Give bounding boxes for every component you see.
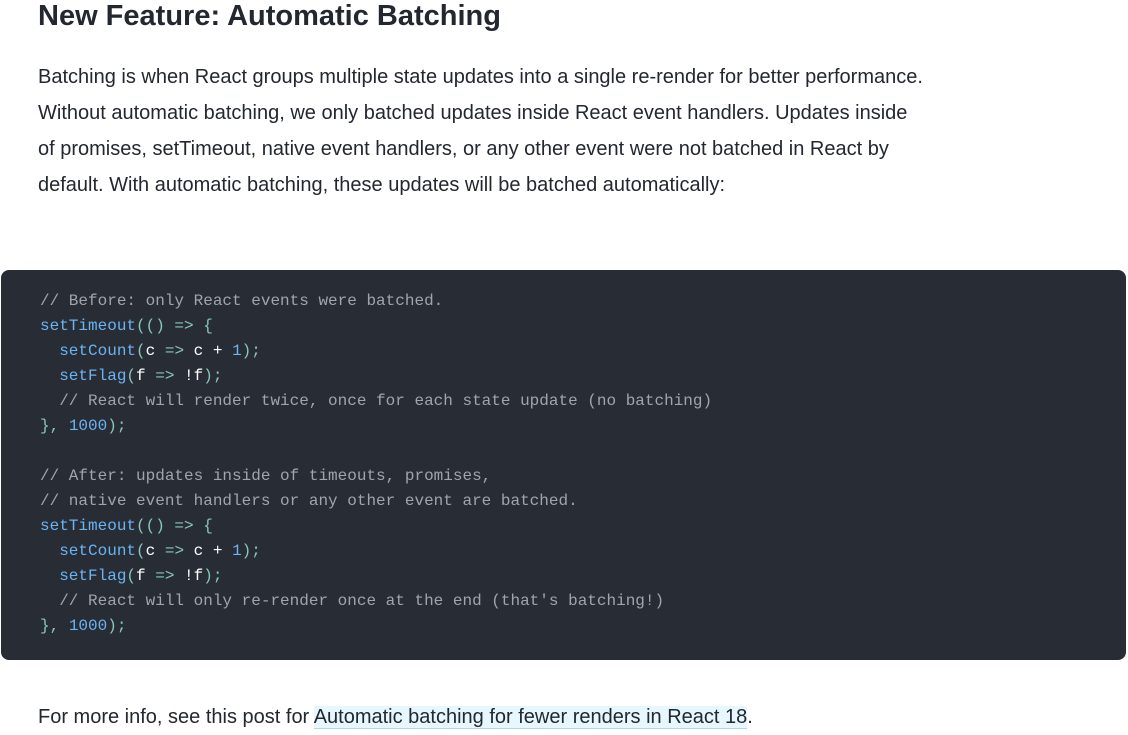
code-token: ); [203,567,223,585]
code-line: setFlag(f => !f); [40,564,1126,589]
section-heading: New Feature: Automatic Batching [38,0,501,32]
code-token: c [145,542,156,560]
code-token: 1000 [68,417,108,435]
code-token: setFlag [40,367,127,385]
code-token: 1 [232,342,242,360]
code-token: // Before: only React events were batche… [40,292,444,310]
batching-post-link[interactable]: Automatic batching for fewer renders in … [313,706,748,729]
code-token: ); [107,617,127,635]
code-token: !f [184,567,204,585]
code-line: }, 1000); [40,614,1126,639]
code-token: ( [136,342,146,360]
code-token: => [145,567,185,585]
code-token: + [203,542,233,560]
intro-paragraph: Batching is when React groups multiple s… [38,66,923,196]
code-line: setCount(c => c + 1); [40,339,1126,364]
code-line: setTimeout(() => { [40,514,1126,539]
code-line: setTimeout(() => { [40,314,1126,339]
code-line: // React will only re-render once at the… [40,589,1126,614]
code-token: (() => { [136,517,213,535]
code-token: }, [40,417,69,435]
code-line: setFlag(f => !f); [40,364,1126,389]
code-token: ); [241,542,261,560]
code-token: !f [184,367,204,385]
code-line [40,439,1126,464]
code-token: f [136,567,146,585]
code-line: // After: updates inside of timeouts, pr… [40,464,1126,489]
code-token: // React will only re-render once at the… [40,592,665,610]
code-token: }, [40,617,69,635]
code-token: setFlag [40,567,127,585]
code-token: ); [203,367,223,385]
code-token: ( [126,567,137,585]
code-token: setTimeout [40,517,137,535]
code-token: setCount [40,542,137,560]
code-token: c [145,342,156,360]
code-token: 1000 [68,617,108,635]
code-token: => [155,342,194,360]
footer-paragraph: For more info, see this post for Automat… [38,699,928,735]
code-line: // React will render twice, once for eac… [40,389,1126,414]
code-token: ( [126,367,137,385]
code-line: }, 1000); [40,414,1126,439]
code-line: // Before: only React events were batche… [40,289,1126,314]
code-token: ); [241,342,261,360]
code-token: // React will render twice, once for eac… [40,392,713,410]
footer-prefix: For more info, see this post for [38,706,314,728]
code-token: // native event handlers or any other ev… [40,492,578,510]
code-line: setCount(c => c + 1); [40,539,1126,564]
code-token: f [136,367,146,385]
code-block: // Before: only React events were batche… [1,270,1126,660]
footer-suffix: . [747,706,753,728]
code-token: + [203,342,233,360]
code-token: ); [107,417,127,435]
code-token: setCount [40,342,137,360]
code-token: 1 [232,542,242,560]
code-token: // After: updates inside of timeouts, pr… [40,467,492,485]
code-token: setTimeout [40,317,137,335]
code-token: c [193,542,204,560]
code-token: => [145,367,185,385]
code-token: ( [136,542,146,560]
code-token: => [155,542,194,560]
code-token: (() => { [136,317,213,335]
code-line: // native event handlers or any other ev… [40,489,1126,514]
code-token: c [193,342,204,360]
